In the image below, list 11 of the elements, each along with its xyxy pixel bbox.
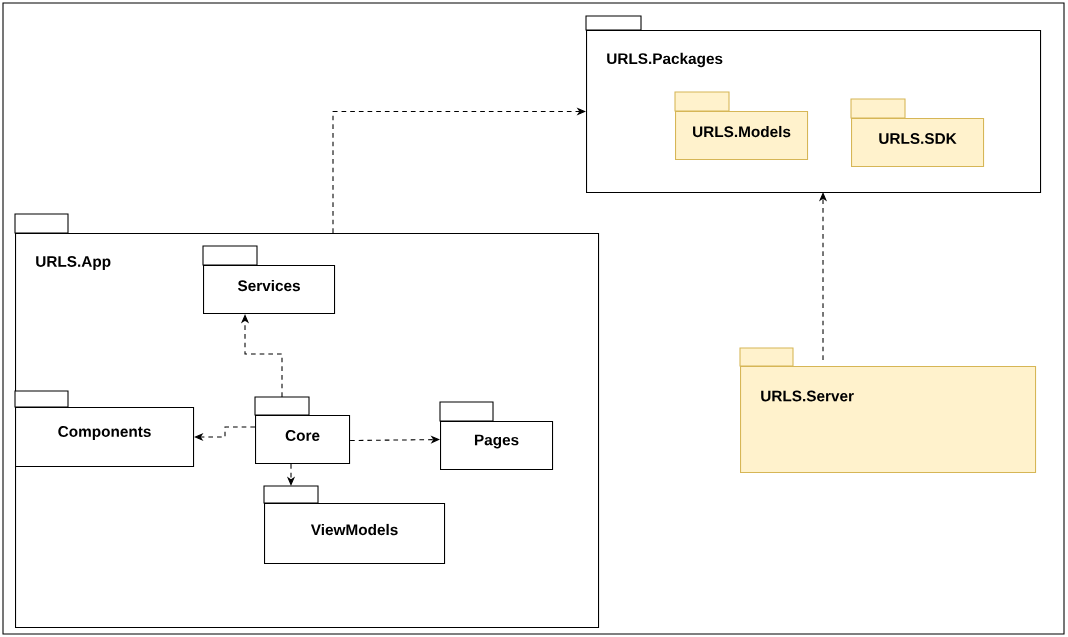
package-box: URLS.SDK [850,98,985,168]
package-box: Core [254,396,351,465]
dependency-arrow [332,107,586,234]
package-box: Pages [439,401,554,471]
dependency-arrow [240,314,283,398]
package-box: URLS.Server [739,347,1037,474]
package-box: Services [202,245,336,315]
package-box: Components [14,390,195,468]
dependency-arrow [194,426,256,442]
package-box: URLS.Models [674,91,809,161]
package-box: ViewModels [263,485,446,565]
